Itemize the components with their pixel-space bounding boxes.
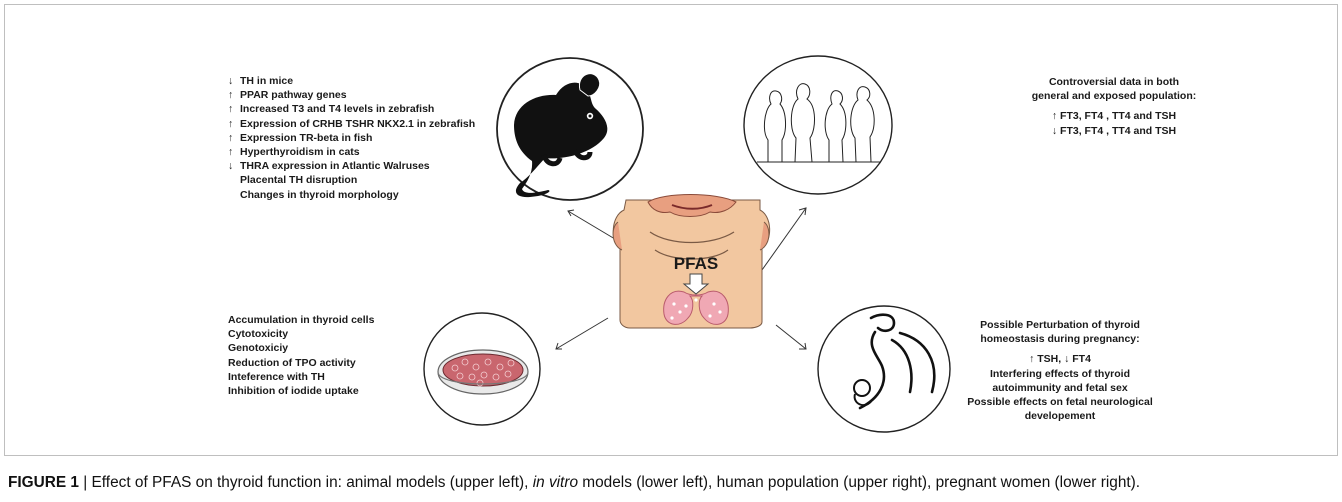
in-vitro-list-item: Inhibition of iodide uptake	[228, 384, 374, 398]
in-vitro-list-item: Inteference with TH	[228, 370, 374, 384]
caption-separator: |	[79, 474, 92, 491]
in-vitro-list-item: Reduction of TPO activity	[228, 356, 374, 370]
human-down-text: FT3, FT4 , TT4 and TSH	[1060, 125, 1176, 137]
human-up-text: FT3, FT4 , TT4 and TSH	[1060, 110, 1176, 122]
arrow-to-pregnancy	[776, 325, 806, 349]
down-arrow-icon: ↓	[228, 74, 240, 88]
animal-list-item: ↑PPAR pathway genes	[228, 88, 475, 102]
caption-text-b: models (lower left), human population (u…	[578, 474, 1140, 491]
animal-list-item: ↑Expression of CRHB TSHR NKX2.1 in zebra…	[228, 117, 475, 131]
in-vitro-list-item: Genotoxiciy	[228, 341, 374, 355]
caption-italic: in vitro	[533, 474, 578, 491]
animal-list-item: ↑Increased T3 and T4 levels in zebrafish	[228, 102, 475, 116]
animal-list-item-text: Hyperthyroidism in cats	[240, 146, 360, 158]
pregnancy-ft4: FT4	[1072, 353, 1091, 365]
up-arrow-icon: ↑	[228, 145, 240, 159]
up-arrow-icon: ↑	[228, 88, 240, 102]
caption-label: FIGURE 1	[8, 474, 79, 491]
human-header-line-2: general and exposed population:	[1012, 89, 1216, 103]
animal-list-item: Placental TH disruption	[228, 173, 475, 187]
down-arrow-icon: ↓	[228, 159, 240, 173]
pregnancy-tsh: TSH,	[1037, 353, 1061, 365]
animal-list-item-text: THRA expression in Atlantic Walruses	[240, 160, 430, 172]
animal-list-item: ↓THRA expression in Atlantic Walruses	[228, 159, 475, 173]
animal-list-item: Changes in thyroid morphology	[228, 188, 475, 202]
human-population-icon	[744, 56, 892, 194]
in-vitro-list-item: Cytotoxicity	[228, 327, 374, 341]
pregnancy-line-6: Possible effects on fetal neurological	[950, 395, 1170, 409]
in-vitro-list-item: Accumulation in thyroid cells	[228, 313, 374, 327]
pfas-label-text: PFAS	[674, 254, 718, 273]
animal-list-item-text: PPAR pathway genes	[240, 89, 347, 101]
animal-list-item: ↑Expression TR-beta in fish	[228, 131, 475, 145]
down-arrow-icon: ↓	[1052, 125, 1057, 137]
human-header-line-1: Controversial data in both	[1012, 75, 1216, 89]
up-arrow-icon: ↑	[1052, 110, 1057, 122]
up-arrow-icon: ↑	[228, 131, 240, 145]
petri-dish-icon	[424, 313, 540, 425]
arrow-to-invitro	[556, 318, 608, 349]
pregnancy-line-4: Interfering effects of thyroid	[950, 367, 1170, 381]
down-arrow-icon: ↓	[1064, 353, 1069, 365]
animal-list-item-text: Increased T3 and T4 levels in zebrafish	[240, 103, 434, 115]
animal-list-item-text: Expression of CRHB TSHR NKX2.1 in zebraf…	[240, 118, 475, 130]
pfas-label: PFAS	[666, 254, 726, 274]
animal-list-item-text: Changes in thyroid morphology	[240, 189, 399, 201]
pregnancy-line-2: homeostasis during pregnancy:	[950, 332, 1170, 346]
animal-list-item-text: Placental TH disruption	[240, 174, 357, 186]
pregnancy-line-1: Possible Perturbation of thyroid	[950, 318, 1170, 332]
caption-text-a: Effect of PFAS on thyroid function in: a…	[92, 474, 533, 491]
animal-list-item-text: TH in mice	[240, 75, 293, 87]
pregnancy-text: Possible Perturbation of thyroid homeost…	[950, 318, 1170, 423]
up-arrow-icon: ↑	[228, 117, 240, 131]
up-arrow-icon: ↑	[228, 102, 240, 116]
animal-list-item-text: Expression TR-beta in fish	[240, 132, 372, 144]
up-arrow-icon: ↑	[1029, 353, 1034, 365]
pregnant-woman-icon	[818, 306, 950, 432]
animal-models-list: ↓TH in mice↑PPAR pathway genes↑Increased…	[228, 74, 475, 202]
animal-list-item: ↑Hyperthyroidism in cats	[228, 145, 475, 159]
animal-mouse-icon	[497, 58, 643, 200]
animal-list-item: ↓TH in mice	[228, 74, 475, 88]
human-population-text: Controversial data in both general and e…	[1012, 75, 1216, 138]
pregnancy-line-5: autoimmunity and fetal sex	[950, 381, 1170, 395]
figure-caption: FIGURE 1 | Effect of PFAS on thyroid fun…	[8, 474, 1338, 492]
pregnancy-line-7: developement	[950, 409, 1170, 423]
